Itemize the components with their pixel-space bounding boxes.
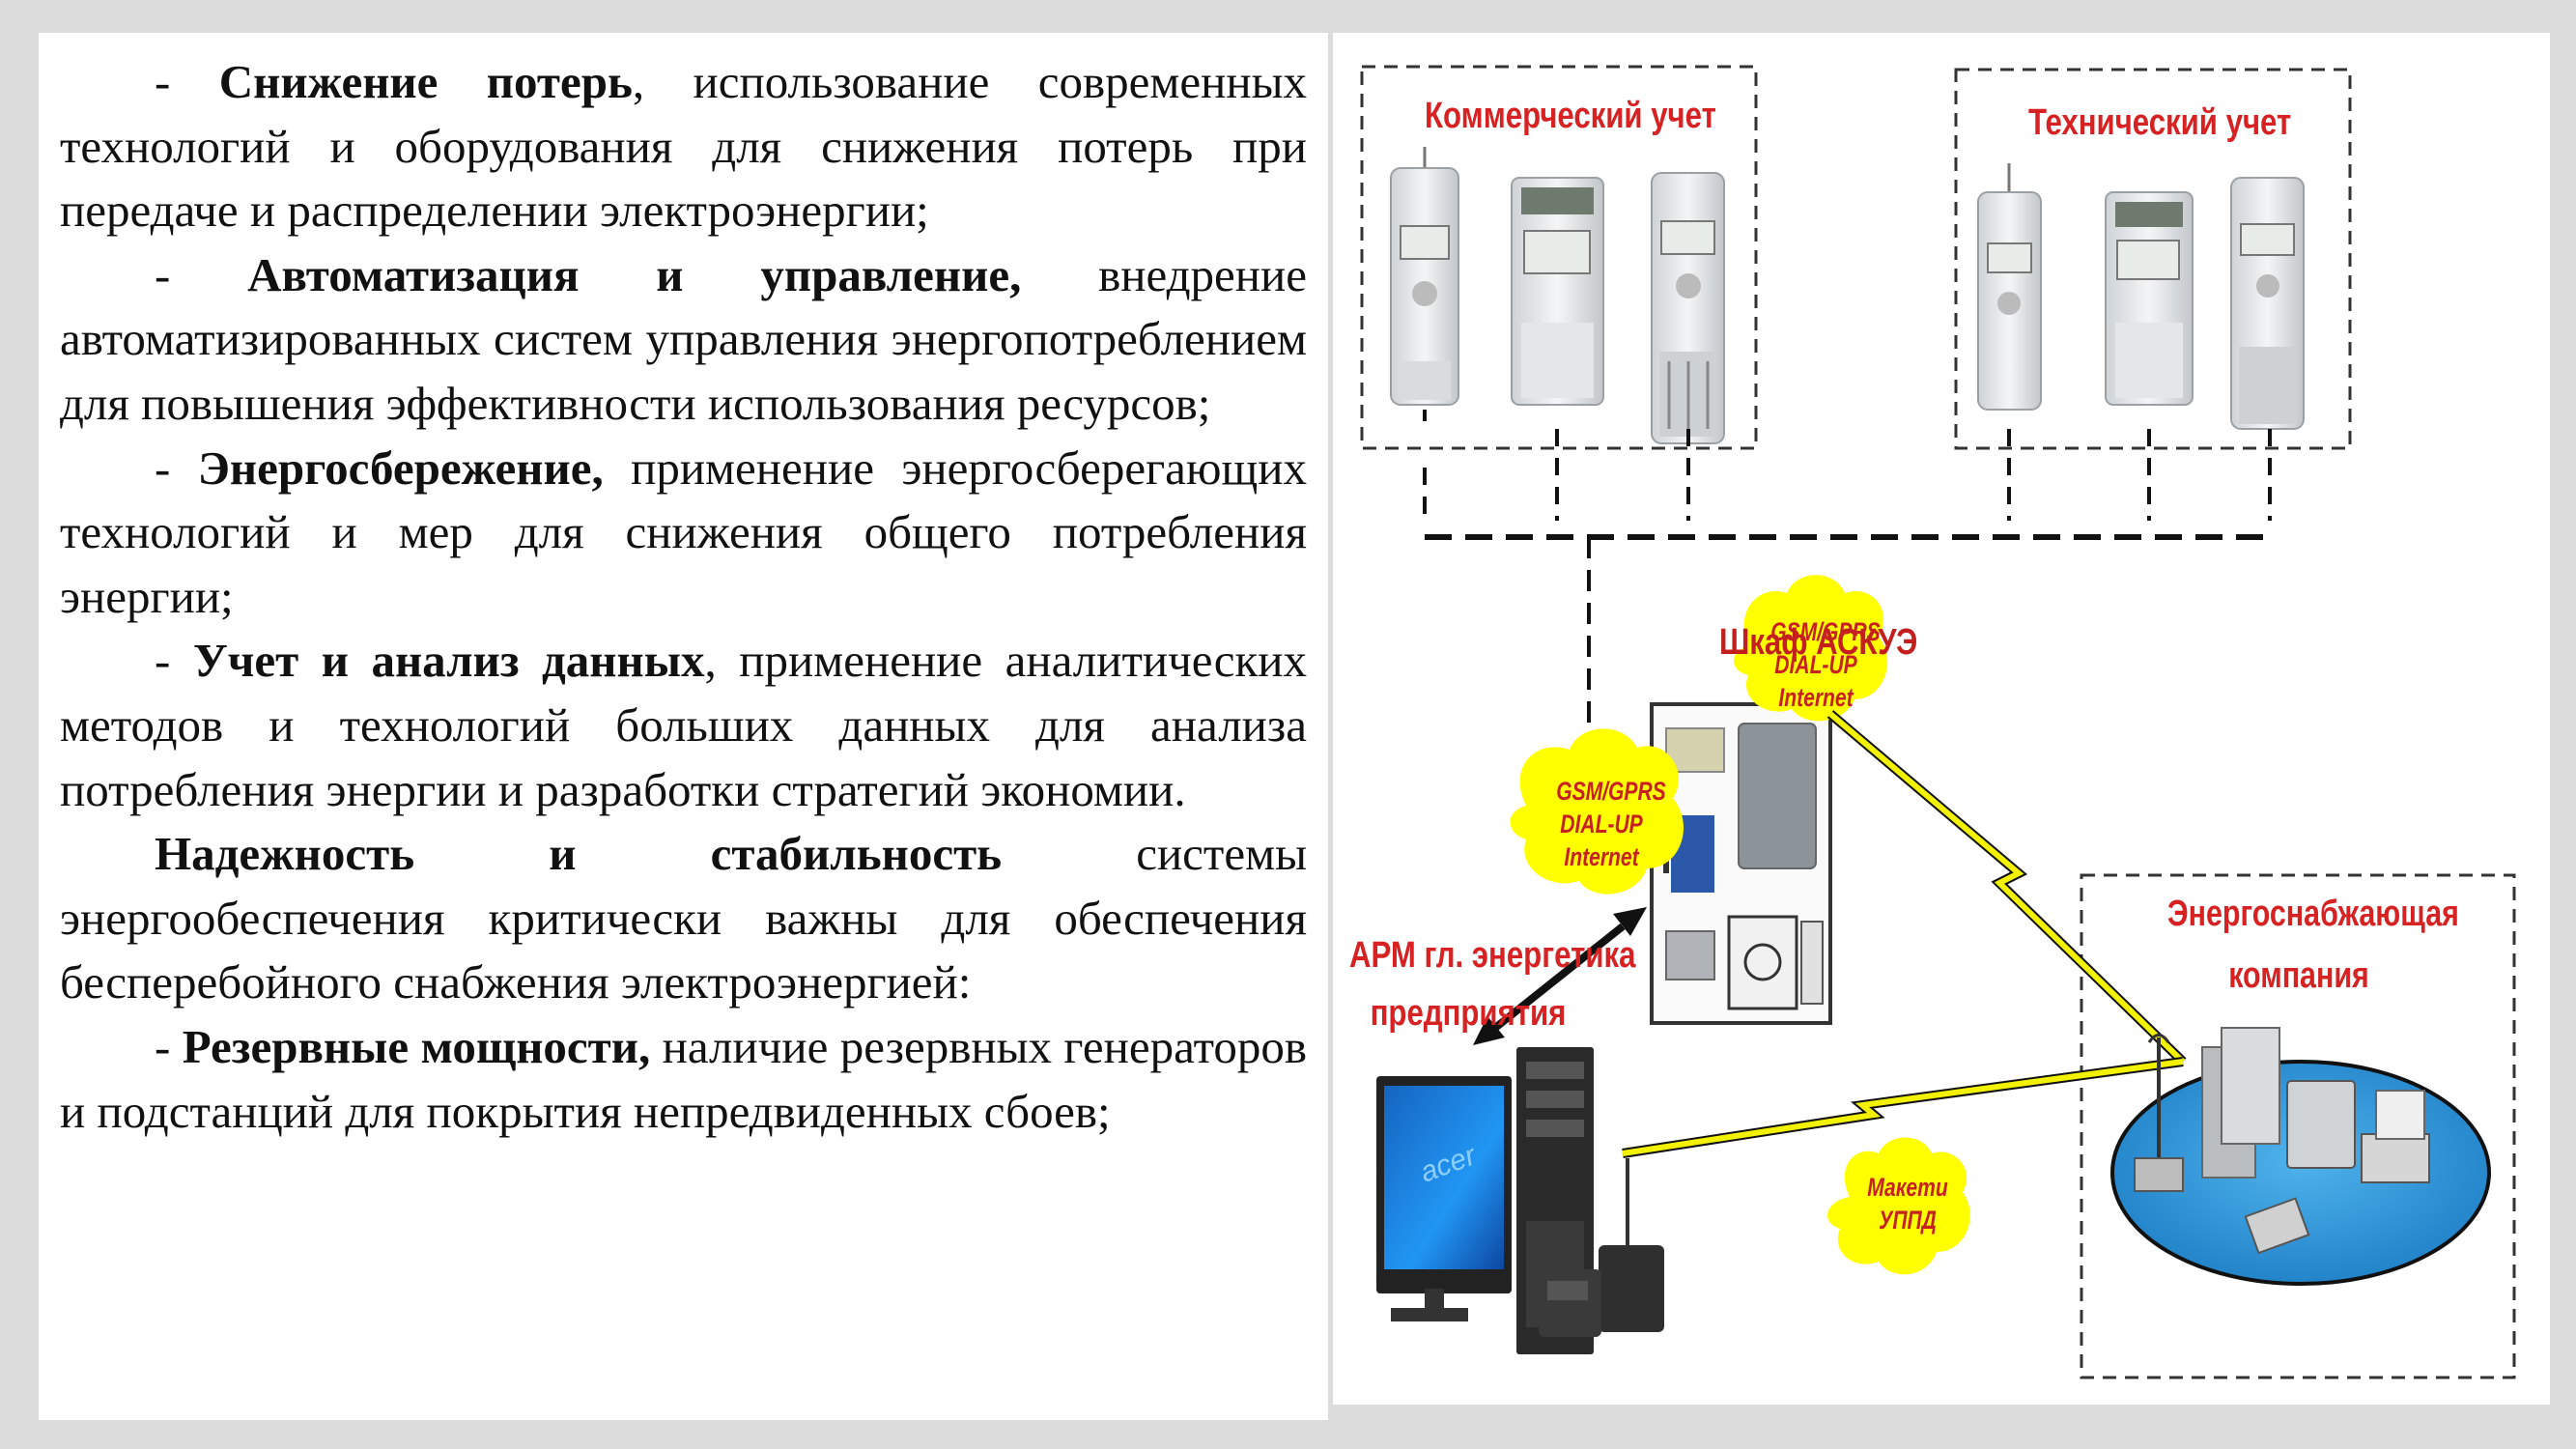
gsm-cloud-top <box>1734 575 1888 722</box>
paragraph-data-analysis: - Учет и анализ данных, применение анали… <box>60 629 1307 822</box>
company-label-line: Энергоснабжающая <box>2167 894 2459 934</box>
cloud-text-line: DIAL-UP <box>1774 650 1857 679</box>
term-reserve-capacity: Резервные мощности, <box>182 1019 651 1073</box>
gsm-cloud-left <box>1510 728 1684 895</box>
cloud-text-line: Internet <box>1564 842 1639 871</box>
workstation-label: АРМ гл. энергетика предприятия <box>1349 926 1636 1042</box>
technical-metering-label: Технический учет <box>2028 102 2292 143</box>
diagram-drawing: acer <box>1360 65 2516 1379</box>
commercial-metering-box <box>1360 65 1758 450</box>
bullet-dash: - <box>155 634 193 688</box>
paragraph-automation: - Автоматизация и управление, внедрение … <box>60 243 1307 437</box>
electricity-meter-icon <box>1651 172 1725 444</box>
paragraph-reserve-capacity: - Резервные мощности, наличие резервных … <box>60 1015 1307 1144</box>
modem-cloud-text: Макети УППД <box>1866 1171 1949 1236</box>
modem-icon <box>1539 1158 1664 1337</box>
desc-reserve-capacity: наличие резервных генераторов и подстанц… <box>60 1019 1307 1138</box>
data-link-arrow <box>1473 907 1647 1045</box>
supplier-company-label: Энергоснабжающая компания <box>2167 883 2459 1007</box>
workstation-label-line: предприятия <box>1370 993 1567 1034</box>
meter-bus-lines <box>1423 410 2272 770</box>
paragraph-reliability: Надежность и стабильность системы энерго… <box>60 822 1307 1015</box>
electricity-meter-icon <box>2230 177 2305 430</box>
term-reliability: Надежность и стабильность <box>155 827 1003 881</box>
askue-cabinet-label: Шкаф АСКУЭ <box>1719 622 1918 663</box>
cloud-text-line: GSM/GPRS <box>1770 617 1881 646</box>
desc-data-analysis: , применение аналитических методов и тех… <box>60 634 1307 816</box>
cloud-text-line: Internet <box>1778 683 1854 712</box>
bullet-dash: - <box>155 55 219 108</box>
cloud-text-line: Макети <box>1867 1173 1948 1202</box>
term-loss-reduction: Снижение потерь <box>218 55 633 108</box>
desc-automation: внедрение автоматизированных систем упра… <box>60 247 1308 430</box>
supplier-network-icon <box>2110 1027 2491 1286</box>
modem-cloud <box>1827 1137 1970 1275</box>
bullet-dash: - <box>155 1019 183 1073</box>
paragraph-energy-saving: - Энергосбережение, применение энергосбе… <box>60 437 1307 630</box>
gsm-cloud-top-text: GSM/GPRS DIAL-UP Internet <box>1770 615 1881 714</box>
bullet-dash: - <box>155 440 198 495</box>
bullet-dash: - <box>155 247 248 301</box>
term-automation: Автоматизация и управление, <box>247 247 1022 301</box>
cloud-text-line: УППД <box>1879 1206 1937 1235</box>
cloud-text-line: DIAL-UP <box>1560 810 1643 838</box>
commercial-metering-label: Коммерческий учет <box>1425 96 1716 136</box>
electricity-meter-icon <box>1977 163 2042 411</box>
cloud-text-line: GSM/GPRS <box>1556 777 1666 806</box>
electricity-meter-icon <box>1511 177 1604 406</box>
term-energy-saving: Энергосбережение, <box>197 440 604 495</box>
desc-loss-reduction: , использование современных технологий и… <box>60 55 1308 238</box>
electricity-meter-icon <box>2105 191 2194 406</box>
gsm-cloud-left-text: GSM/GPRS DIAL-UP Internet <box>1556 775 1666 873</box>
askue-cabinet <box>1650 702 1832 1025</box>
technical-metering-box <box>1954 68 2352 450</box>
company-label-line: компания <box>2228 955 2369 996</box>
term-data-analysis: Учет и анализ данных <box>192 634 705 688</box>
askue-diagram: acer <box>1333 33 2550 1405</box>
desc-energy-saving: применение энергосберегающих технологий … <box>60 440 1307 623</box>
electricity-meter-icon <box>1390 147 1459 406</box>
text-panel: - Снижение потерь, использование совреме… <box>39 33 1328 1420</box>
desc-reliability: системы энергообеспечения критически важ… <box>60 827 1308 1009</box>
workstation-label-line: АРМ гл. энергетика <box>1349 935 1636 976</box>
paragraph-loss-reduction: - Снижение потерь, использование совреме… <box>60 50 1307 243</box>
